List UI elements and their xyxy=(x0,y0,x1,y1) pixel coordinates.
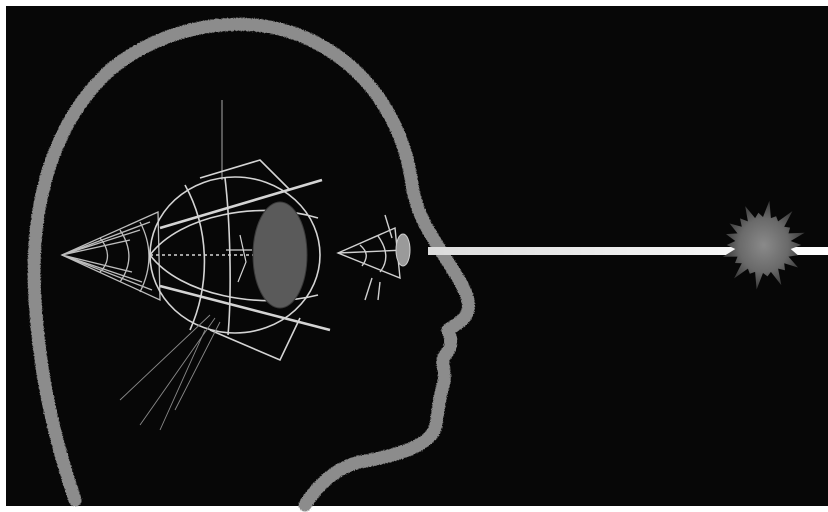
eye-pupil xyxy=(396,234,410,266)
eye-lens xyxy=(253,202,307,308)
